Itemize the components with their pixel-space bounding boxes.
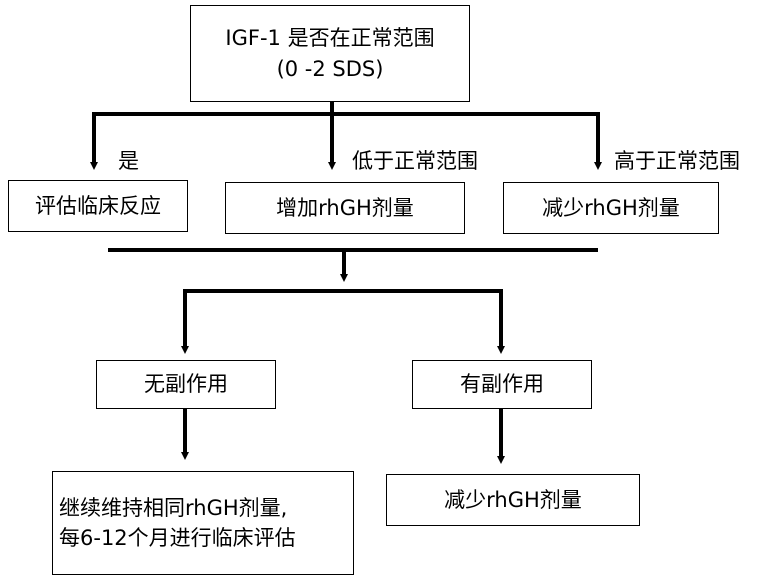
- box-no-side-effects: 无副作用: [96, 360, 276, 409]
- continue-dose-line2: 每6-12个月进行临床评估: [59, 526, 296, 550]
- box-increase-dose: 增加rhGH剂量: [225, 182, 465, 234]
- decision-range: (0 -2 SDS): [276, 56, 384, 81]
- label-yes: 是: [118, 149, 139, 173]
- box-decrease-dose: 减少rhGH剂量: [503, 182, 719, 234]
- box-increase-dose-text: 增加rhGH剂量: [276, 195, 414, 220]
- box-evaluate-response-text: 评估临床反应: [35, 193, 161, 218]
- box-reduce-dose-final: 减少rhGH剂量: [386, 474, 640, 526]
- box-no-side-effects-text: 无副作用: [144, 372, 228, 397]
- box-continue-dose: 继续维持相同rhGH剂量, 每6-12个月进行临床评估: [52, 471, 354, 575]
- box-reduce-dose-final-text: 减少rhGH剂量: [444, 487, 582, 512]
- box-evaluate-response: 评估临床反应: [8, 180, 188, 232]
- box-has-side-effects-text: 有副作用: [460, 372, 544, 397]
- box-decrease-dose-text: 减少rhGH剂量: [542, 195, 680, 220]
- decision-question: IGF-1 是否在正常范围: [225, 26, 435, 51]
- box-has-side-effects: 有副作用: [412, 360, 592, 409]
- label-above-normal: 高于正常范围: [614, 149, 740, 173]
- continue-dose-line1: 继续维持相同rhGH剂量,: [59, 495, 288, 520]
- label-below-normal: 低于正常范围: [352, 149, 478, 173]
- decision-box-igf1: IGF-1 是否在正常范围 (0 -2 SDS): [190, 5, 470, 102]
